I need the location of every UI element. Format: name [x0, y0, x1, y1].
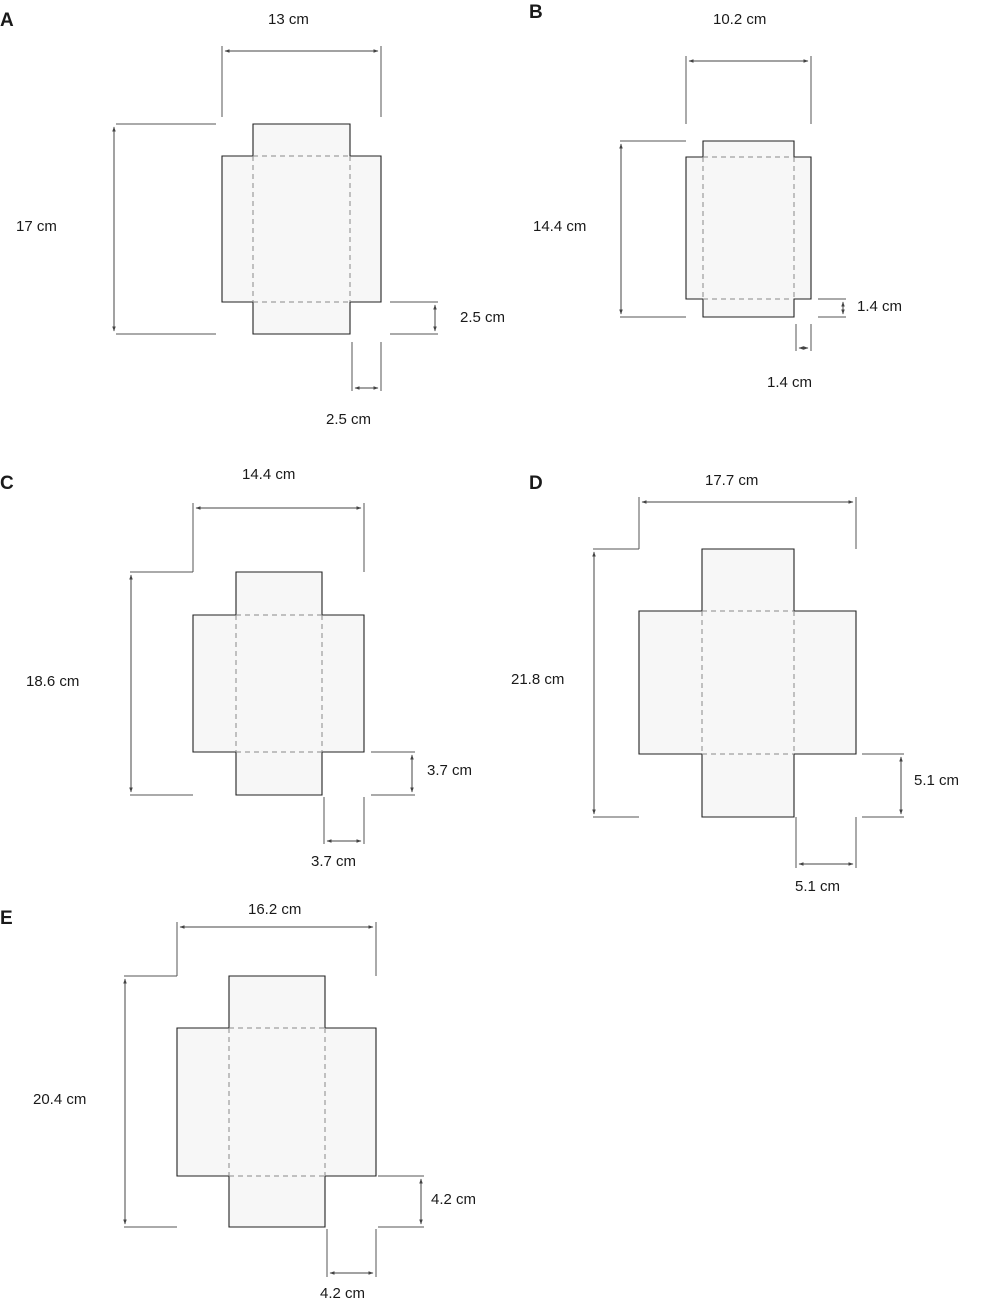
net-panel-d: D 17.7 cm 21.8 cm 5.1 cm 5.1 cm — [511, 472, 959, 895]
net-outline — [638, 548, 857, 818]
flap-width-label: 2.5 cm — [326, 411, 371, 428]
panel-letter: E — [0, 908, 13, 929]
width-label: 10.2 cm — [713, 11, 766, 28]
width-label: 14.4 cm — [242, 466, 295, 483]
flap-width-label: 1.4 cm — [767, 374, 812, 391]
panel-letter: A — [0, 10, 14, 31]
net-panel-b: B 10.2 cm 14.4 cm 1.4 cm 1.4 cm — [529, 2, 902, 391]
flap-width-label: 5.1 cm — [795, 878, 840, 895]
flap-height-label: 5.1 cm — [914, 772, 959, 789]
height-label: 18.6 cm — [26, 673, 79, 690]
flap-height-label: 3.7 cm — [427, 762, 472, 779]
panel-letter: C — [0, 473, 14, 494]
flap-width-label: 4.2 cm — [320, 1285, 365, 1302]
flap-width-label: 3.7 cm — [311, 853, 356, 870]
net-outline — [685, 140, 812, 318]
net-outline — [192, 571, 365, 796]
flap-height-label: 4.2 cm — [431, 1191, 476, 1208]
height-label: 21.8 cm — [511, 671, 564, 688]
net-panel-c: C 14.4 cm 18.6 cm 3.7 cm 3.7 cm — [0, 466, 472, 870]
panel-letter: D — [529, 473, 543, 494]
width-label: 13 cm — [268, 11, 309, 28]
width-label: 16.2 cm — [248, 901, 301, 918]
flap-height-label: 1.4 cm — [857, 298, 902, 315]
height-label: 14.4 cm — [533, 218, 586, 235]
panel-letter: B — [529, 2, 543, 23]
flap-height-label: 2.5 cm — [460, 309, 505, 326]
net-panel-e: E 16.2 cm 20.4 cm 4.2 cm 4.2 cm — [0, 901, 476, 1302]
net-panel-a: A 13 cm 17 cm 2.5 cm 2.5 cm — [0, 10, 505, 428]
width-label: 17.7 cm — [705, 472, 758, 489]
net-outline — [176, 975, 377, 1228]
height-label: 17 cm — [16, 218, 57, 235]
height-label: 20.4 cm — [33, 1091, 86, 1108]
